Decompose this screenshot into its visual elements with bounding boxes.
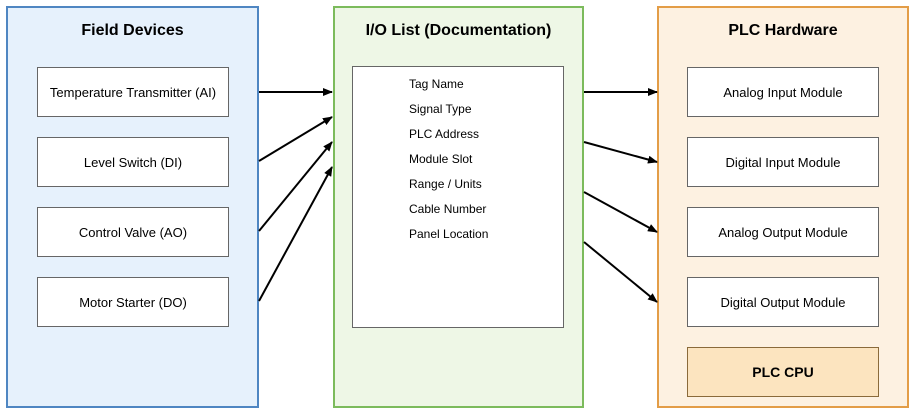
field-device-label: Temperature Transmitter (AI) [49,84,217,100]
digital-input-module: Digital Input Module [687,137,879,187]
arrow-io-to-digital-input [583,141,658,164]
arrow-level-to-io [258,116,333,162]
field-device-label: Level Switch (DI) [83,154,183,170]
arrow-io-to-digital-output [583,241,658,303]
field-devices-title: Field Devices [81,22,184,39]
plc-cpu: PLC CPU [687,347,879,397]
module-label: Analog Input Module [723,84,843,100]
cpu-label: PLC CPU [752,364,814,380]
io-field: Panel Location [409,227,489,241]
arrow-io-to-analog-output [583,191,658,233]
io-field: Module Slot [409,152,473,166]
field-device-label: Motor Starter (DO) [79,294,187,310]
module-label: Analog Output Module [718,224,848,240]
io-field: Signal Type [409,102,472,116]
io-field: Range / Units [409,177,482,191]
io-list-title: I/O List (Documentation) [365,22,552,39]
field-device-temperature-transmitter: Temperature Transmitter (AI) [37,67,229,117]
field-device-control-valve: Control Valve (AO) [37,207,229,257]
field-device-motor-starter: Motor Starter (DO) [37,277,229,327]
io-list-fields: Tag Name Signal Type PLC Address Module … [409,72,488,247]
arrow-motor-to-io [258,166,333,302]
plc-hardware-title: PLC Hardware [728,22,838,39]
io-field: Tag Name [409,77,464,91]
arrow-valve-to-io [258,141,333,232]
field-device-level-switch: Level Switch (DI) [37,137,229,187]
module-label: Digital Output Module [720,294,846,310]
analog-output-module: Analog Output Module [687,207,879,257]
io-field: PLC Address [409,127,480,141]
analog-input-module: Analog Input Module [687,67,879,117]
module-label: Digital Input Module [725,154,841,170]
io-list-document [352,66,564,328]
field-device-label: Control Valve (AO) [78,224,188,240]
digital-output-module: Digital Output Module [687,277,879,327]
io-field: Cable Number [409,202,487,216]
